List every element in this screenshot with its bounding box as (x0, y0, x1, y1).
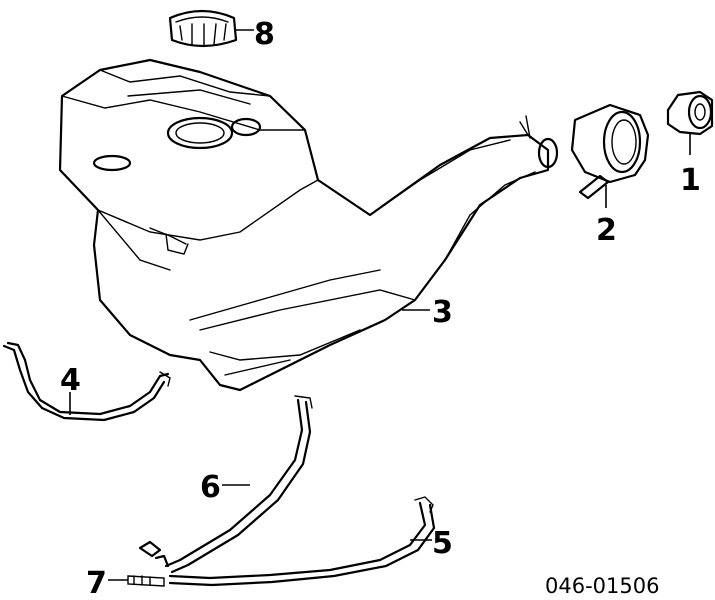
tank-strap-left-part (2, 341, 171, 422)
filler-housing-part (570, 103, 650, 200)
callout-3: 3 (432, 295, 453, 330)
tank-strap-center-part (164, 395, 313, 574)
fuel-cap-part (666, 90, 714, 136)
lock-ring-part (168, 9, 238, 48)
callout-6: 6 (200, 470, 221, 505)
tank-strap-right-part (168, 496, 436, 587)
fuel-tank-part (58, 58, 559, 392)
diagram-code: 046-01506 (545, 574, 659, 598)
callout-4: 4 (60, 363, 81, 398)
callout-8: 8 (254, 17, 275, 52)
callout-5: 5 (432, 526, 453, 561)
callout-7: 7 (86, 566, 107, 600)
callout-1: 1 (680, 163, 701, 198)
bolt-part (127, 540, 170, 587)
callout-2: 2 (596, 213, 617, 248)
